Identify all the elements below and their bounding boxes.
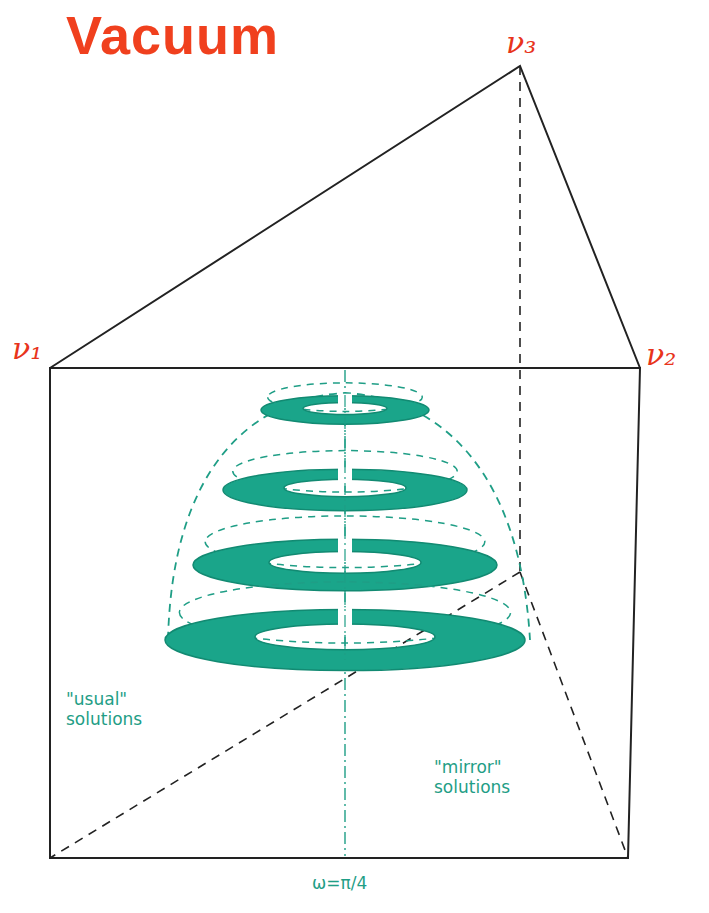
vertex-label: ν₂ bbox=[646, 338, 676, 373]
region-label: "mirror" solutions bbox=[434, 758, 544, 797]
vertex-label: ν₁ bbox=[12, 332, 42, 367]
top-edges bbox=[50, 66, 640, 368]
front-face bbox=[50, 368, 640, 858]
title: Vacuum bbox=[66, 4, 279, 66]
axis-label: ω=π/4 bbox=[312, 874, 367, 894]
vertex-label: ν₃ bbox=[506, 26, 536, 61]
dome-outline bbox=[168, 393, 530, 640]
hidden-edges bbox=[50, 66, 628, 858]
symmetry-axis-front bbox=[344, 395, 345, 660]
region-label: "usual" solutions bbox=[66, 690, 166, 729]
solution-regions bbox=[165, 383, 530, 671]
